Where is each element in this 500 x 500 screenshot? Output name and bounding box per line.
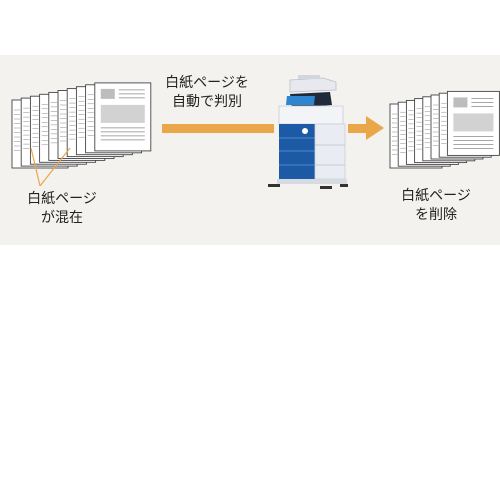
multifunction-printer-icon <box>268 75 348 189</box>
process-label: 白紙ページを 自動で判別 <box>161 74 253 112</box>
process-arrow-icon <box>162 124 274 133</box>
mixed-page-stack-icon <box>11 82 152 169</box>
page-sheet <box>446 90 500 156</box>
source-label: 白紙ページ が混在 <box>22 190 102 228</box>
result-label-line2: を削除 <box>415 207 457 223</box>
source-label-line1: 白紙ページ <box>27 191 97 207</box>
result-label: 白紙ページ を削除 <box>396 187 476 225</box>
process-label-line2: 自動で判別 <box>172 94 242 110</box>
result-arrow-icon <box>348 116 384 140</box>
result-label-line1: 白紙ページ <box>401 188 471 204</box>
page-sheet <box>94 82 152 152</box>
cleaned-page-stack-icon <box>389 90 500 169</box>
source-label-line2: が混在 <box>41 210 83 226</box>
process-label-line1: 白紙ページを <box>165 75 249 91</box>
callout-lines <box>30 147 71 187</box>
